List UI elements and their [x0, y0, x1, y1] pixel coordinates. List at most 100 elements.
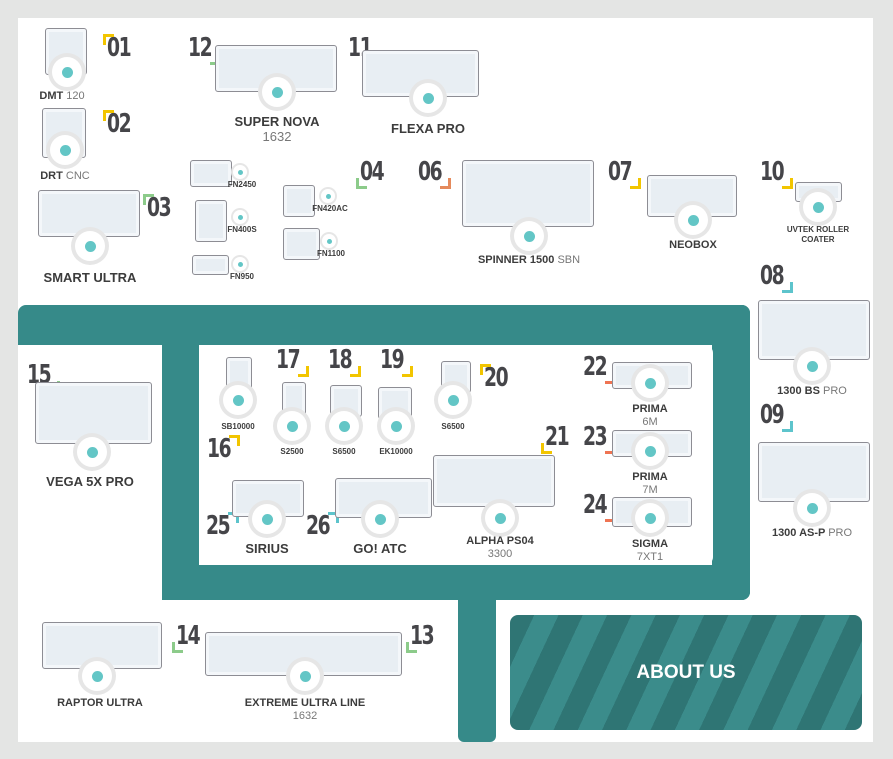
station-01-label[interactable]: DMT 120 — [39, 90, 84, 103]
station-03-machine-illustration[interactable] — [38, 190, 140, 237]
station-22-marker[interactable] — [635, 368, 665, 398]
about-us-button[interactable]: ABOUT US — [510, 615, 862, 730]
station-09-marker[interactable] — [797, 493, 827, 523]
station-02-marker[interactable] — [50, 135, 80, 165]
station-19-marker[interactable] — [381, 411, 411, 441]
station-26-label[interactable]: GO! ATC — [353, 541, 406, 556]
machine-name: S6500 — [332, 447, 356, 456]
corner-bracket-icon — [630, 178, 641, 189]
station-15-marker[interactable] — [77, 437, 107, 467]
machine-label[interactable]: FN400S — [227, 225, 257, 234]
station-01-marker[interactable] — [52, 57, 82, 87]
station-24-marker[interactable] — [635, 503, 665, 533]
location-dot-icon — [422, 92, 434, 104]
station-03-label[interactable]: SMART ULTRA — [44, 270, 137, 285]
station-13-marker[interactable] — [290, 661, 320, 691]
fn-3-machine-illustration[interactable] — [283, 185, 315, 217]
aisle-stem — [458, 598, 496, 742]
station-16-marker[interactable] — [223, 385, 253, 415]
station-12-marker[interactable] — [262, 77, 292, 107]
machine-name: SB10000 — [221, 422, 255, 431]
station-06-marker[interactable] — [514, 221, 544, 251]
station-14-marker[interactable] — [82, 661, 112, 691]
station-18-marker[interactable] — [329, 411, 359, 441]
station-21-marker[interactable] — [485, 503, 515, 533]
station-19-label[interactable]: EK10000 — [379, 447, 412, 457]
station-21-machine-illustration[interactable] — [433, 455, 555, 507]
aisle-right — [712, 305, 750, 600]
corner-bracket-icon — [298, 366, 309, 377]
station-14-label[interactable]: RAPTOR ULTRA — [57, 697, 143, 710]
station-16-label[interactable]: SB10000 — [221, 422, 254, 432]
machine-name: GO! ATC — [353, 541, 407, 556]
station-26-marker[interactable] — [365, 504, 395, 534]
station-06-label[interactable]: SPINNER 1500 SBN — [478, 254, 580, 267]
machine-name: EK10000 — [379, 447, 413, 456]
machine-model: PRO — [828, 527, 853, 539]
station-06-machine-illustration[interactable] — [462, 160, 594, 227]
station-20-label[interactable]: S6500 — [441, 422, 464, 432]
station-25-marker[interactable] — [252, 504, 282, 534]
machine-model: 1632 — [262, 129, 292, 144]
station-15-label[interactable]: VEGA 5X PRO — [46, 474, 134, 489]
fn-0-machine-illustration[interactable] — [190, 160, 232, 187]
station-18-number: 18 — [328, 345, 353, 375]
machine-model: SBN — [557, 254, 581, 266]
aisle-left — [162, 305, 199, 600]
station-04-number: 04 — [360, 157, 385, 187]
station-15-machine-illustration[interactable] — [35, 382, 152, 444]
station-08-label[interactable]: 1300 BS PRO — [777, 385, 847, 398]
machine-label[interactable]: FN1100 — [316, 249, 346, 258]
station-11-label[interactable]: FLEXA PRO — [391, 121, 465, 136]
location-dot-icon — [447, 394, 459, 406]
station-25-label[interactable]: SIRIUS — [245, 541, 288, 556]
station-07-marker[interactable] — [678, 205, 708, 235]
fn950-marker[interactable] — [233, 257, 247, 271]
location-dot-icon — [812, 201, 824, 213]
corner-bracket-icon — [440, 178, 451, 189]
machine-label[interactable]: FN950 — [229, 272, 255, 281]
location-dot-icon — [299, 670, 311, 682]
machine-label[interactable]: FN420AC — [312, 204, 348, 213]
station-03-marker[interactable] — [75, 231, 105, 261]
aisle-top — [18, 305, 750, 345]
fn-1-machine-illustration[interactable] — [195, 200, 227, 242]
station-07-label[interactable]: NEOBOX — [669, 239, 717, 252]
station-21-number: 21 — [545, 422, 570, 452]
station-17-label[interactable]: S2500 — [280, 447, 303, 457]
fn2450-marker[interactable] — [233, 165, 247, 179]
station-02-label[interactable]: DRT CNC — [40, 170, 90, 183]
machine-label[interactable]: FN2450 — [227, 180, 257, 189]
station-17-marker[interactable] — [277, 411, 307, 441]
station-20-marker[interactable] — [438, 385, 468, 415]
station-23-marker[interactable] — [635, 436, 665, 466]
location-dot-icon — [326, 238, 332, 244]
station-18-label[interactable]: S6500 — [332, 447, 355, 457]
fn400s-marker[interactable] — [233, 210, 247, 224]
station-12-number: 12 — [188, 33, 213, 63]
station-11-marker[interactable] — [413, 83, 443, 113]
fn-4-machine-illustration[interactable] — [283, 228, 320, 260]
fn420ac-marker[interactable] — [321, 189, 335, 203]
station-24-number: 24 — [583, 490, 608, 520]
fn1100-marker[interactable] — [322, 234, 336, 248]
station-09-label[interactable]: 1300 AS-P PRO — [772, 527, 852, 540]
location-dot-icon — [523, 230, 535, 242]
machine-name: SIRIUS — [245, 541, 289, 556]
location-dot-icon — [237, 169, 243, 175]
about-us-label: ABOUT US — [636, 661, 736, 683]
station-10-marker[interactable] — [803, 192, 833, 222]
fn-2-machine-illustration[interactable] — [192, 255, 229, 275]
location-dot-icon — [644, 445, 656, 457]
station-09-machine-illustration[interactable] — [758, 442, 870, 502]
machine-name: DMT — [39, 90, 64, 102]
station-08-marker[interactable] — [797, 351, 827, 381]
location-dot-icon — [494, 512, 506, 524]
